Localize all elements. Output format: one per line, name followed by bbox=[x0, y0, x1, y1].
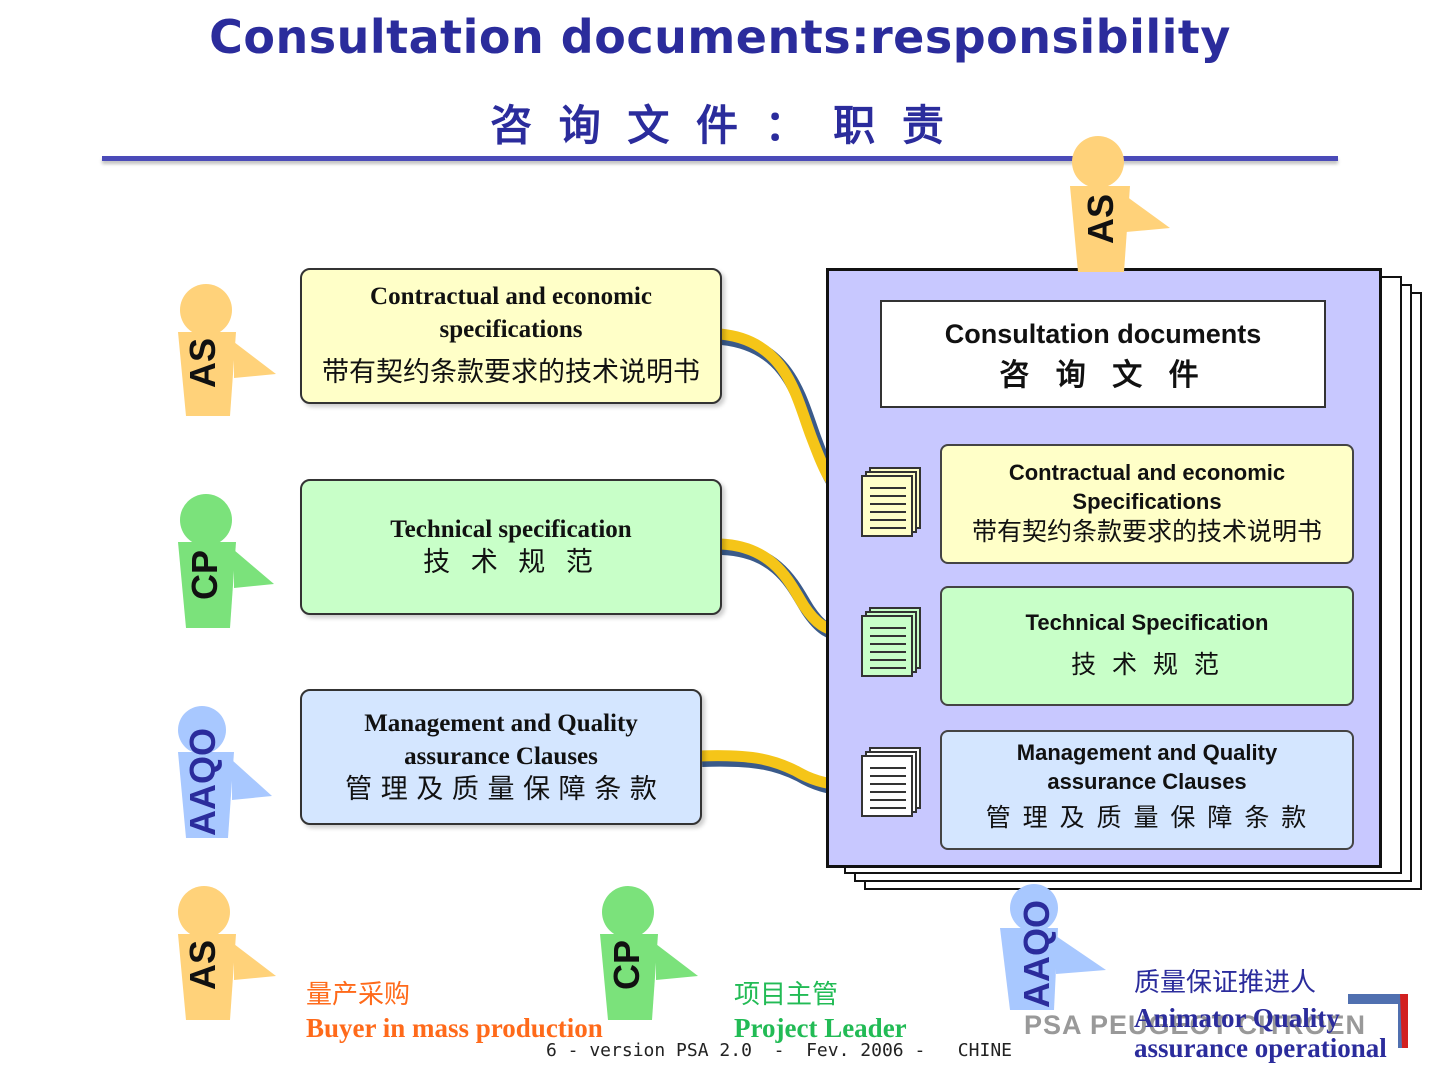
doc-owner-label: AS bbox=[1080, 193, 1121, 244]
pages-icon bbox=[861, 747, 921, 817]
legend-as-en: Buyer in mass production bbox=[306, 1013, 603, 1043]
pages-icon bbox=[861, 607, 921, 677]
pages-icon bbox=[861, 467, 921, 537]
person-cp-icon bbox=[178, 494, 274, 628]
spec-management-en-1: Management and Quality bbox=[364, 710, 638, 737]
role-label-aaqo: AAQO bbox=[182, 728, 223, 836]
doc-management-en-2: assurance Clauses bbox=[1047, 769, 1247, 794]
person-aaqo-icon bbox=[178, 706, 272, 838]
doc-technical-cn: 技 术 规 范 bbox=[1071, 650, 1223, 679]
legend-aaqo-en-2: assurance operational bbox=[1134, 1033, 1387, 1063]
doc-technical-en: Technical Specification bbox=[1025, 610, 1269, 635]
spec-contractual-en-2: specifications bbox=[439, 316, 583, 343]
spec-technical-cn: 技 术 规 范 bbox=[423, 547, 599, 578]
doc-management-en-1: Management and Quality bbox=[1016, 740, 1278, 765]
role-label-cp: CP bbox=[184, 549, 225, 600]
psa-logo-text: PSA PEUGEOT CITROEN bbox=[1024, 1010, 1367, 1040]
doc-header-cn: 咨 询 文 件 bbox=[999, 358, 1207, 393]
legend-cp-cn: 项目主管 bbox=[734, 980, 839, 1010]
legend-aaqo-cn: 质量保证推进人 bbox=[1134, 968, 1317, 998]
footer-text: 6 - version PSA 2.0 - Fev. 2006 - CHINE bbox=[546, 1040, 1012, 1061]
spec-management-en-2: assurance Clauses bbox=[404, 743, 598, 770]
spec-box-technical: Technical specification 技 术 规 范 bbox=[300, 479, 722, 615]
doc-contractual-cn: 带有契约条款要求的技术说明书 bbox=[971, 517, 1322, 546]
legend-aaqo-en-1: Animator Quality bbox=[1134, 1003, 1340, 1033]
role-label-as: AS bbox=[182, 337, 223, 388]
legend-role-cp: CP bbox=[606, 939, 647, 990]
legend-cp-en: Project Leader bbox=[734, 1013, 907, 1043]
doc-section-management: Management and Quality assurance Clauses… bbox=[940, 730, 1354, 850]
page-title-chinese: 咨 询 文 件 ： 职 责 bbox=[490, 101, 950, 150]
legend-cp: 项目主管 Project Leader bbox=[734, 974, 907, 1044]
title-underline bbox=[102, 156, 1338, 161]
doc-section-technical: Technical Specification 技 术 规 范 bbox=[940, 586, 1354, 706]
spec-technical-en: Technical specification bbox=[390, 516, 632, 543]
spec-contractual-en-1: Contractual and economic bbox=[370, 283, 652, 310]
person-cp-icon bbox=[600, 886, 698, 1020]
legend-role-aaqo: AAQO bbox=[1016, 900, 1057, 1008]
legend-aaqo: 质量保证推进人 Animator Quality assurance opera… bbox=[1134, 962, 1387, 1063]
legend-as: 量产采购 Buyer in mass production bbox=[306, 974, 603, 1044]
person-as-icon bbox=[1070, 136, 1170, 272]
doc-section-contractual: Contractual and economic Specifications … bbox=[940, 444, 1354, 564]
doc-header-en: Consultation documents bbox=[944, 319, 1262, 349]
doc-contractual-en-2: Specifications bbox=[1072, 489, 1222, 514]
person-aaqo-icon bbox=[1000, 884, 1106, 1010]
spec-box-contractual: Contractual and economic specifications … bbox=[300, 268, 722, 404]
person-as-icon bbox=[178, 284, 276, 416]
page-title: Consultation documents:responsibility bbox=[209, 10, 1231, 64]
spec-contractual-cn: 带有契约条款要求的技术说明书 bbox=[322, 357, 700, 388]
legend-as-cn: 量产采购 bbox=[306, 980, 411, 1010]
legend-role-as: AS bbox=[182, 939, 223, 990]
person-as-icon bbox=[178, 886, 276, 1020]
psa-logo-icon bbox=[1348, 994, 1408, 1048]
doc-contractual-en-1: Contractual and economic bbox=[1008, 460, 1286, 485]
spec-management-cn: 管 理 及 质 量 保 障 条 款 bbox=[345, 774, 657, 805]
spec-box-management: Management and Quality assurance Clauses… bbox=[300, 689, 702, 825]
doc-header: Consultation documents 咨 询 文 件 bbox=[880, 300, 1326, 408]
doc-management-cn: 管 理 及 质 量 保 障 条 款 bbox=[985, 803, 1309, 832]
